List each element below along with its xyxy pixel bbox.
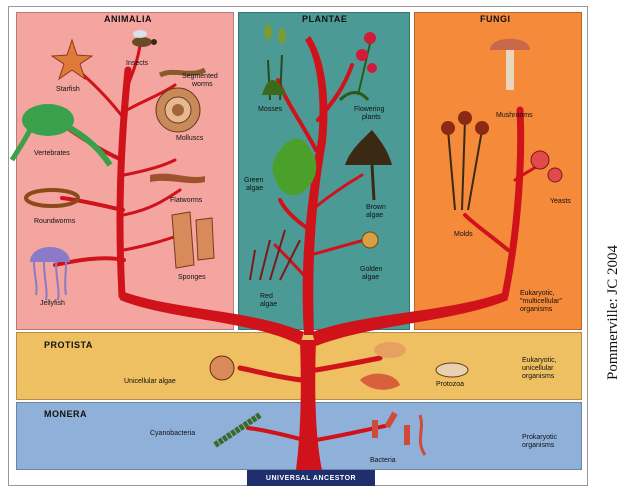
label-green-algae-2: algae — [246, 185, 263, 193]
label-sponges: Sponges — [178, 274, 206, 282]
protista-note-line-2: unicellular — [522, 365, 554, 373]
label-flowering-plants-1: Flowering — [354, 106, 384, 114]
brown-algae-illustration — [345, 130, 392, 200]
unicellular-algae-illustration — [210, 356, 234, 380]
monera-note-line-1: Prokaryotic — [522, 434, 557, 442]
label-roundworms: Roundworms — [34, 218, 75, 226]
label-insects: Insects — [126, 60, 148, 68]
label-cyanobacteria: Cyanobacteria — [150, 430, 195, 438]
label-starfish: Starfish — [56, 86, 80, 94]
fungi-branches — [465, 110, 548, 296]
sponge-illustration — [172, 212, 214, 268]
label-yeasts: Yeasts — [550, 198, 571, 206]
red-algae-illustration — [250, 230, 300, 280]
label-green-algae-1: Green — [244, 177, 263, 185]
credit-text: Pommerville: JC 2004 — [605, 245, 620, 380]
label-red-algae-2: algae — [260, 301, 277, 309]
yeast-illustration — [531, 151, 562, 182]
moss-illustration — [262, 24, 286, 100]
label-brown-algae-1: Brown — [366, 204, 386, 212]
protista-note-line-1: Eukaryotic, — [522, 357, 557, 365]
label-jellyfish: Jellyfish — [40, 300, 65, 308]
mushroom-illustration — [490, 39, 530, 90]
label-vertebrates: Vertebrates — [34, 150, 70, 158]
bacteria-illustration — [372, 412, 425, 455]
label-flatworms: Flatworms — [170, 197, 202, 205]
label-segmented-worms-2: worms — [192, 81, 213, 89]
starfish-illustration — [52, 40, 92, 79]
label-bacteria: Bacteria — [370, 457, 396, 465]
flatworm-illustration — [150, 174, 205, 184]
fungi-note-line-2: "multicellular" — [520, 298, 562, 306]
fungi-title: FUNGI — [480, 14, 511, 24]
fungi-note-line-1: Eukaryotic, — [520, 290, 555, 298]
animalia-title: ANIMALIA — [104, 14, 152, 24]
plantae-title: PLANTAE — [302, 14, 347, 24]
label-red-algae-1: Red — [260, 293, 273, 301]
monera-title: MONERA — [44, 409, 87, 419]
monera-note-line-2: organisms — [522, 442, 554, 450]
protista-note-line-3: organisms — [522, 373, 554, 381]
flowering-plant-illustration — [340, 32, 377, 100]
label-molluscs: Molluscs — [176, 135, 203, 143]
label-molds: Molds — [454, 231, 473, 239]
protista-title: PROTISTA — [44, 340, 93, 350]
green-algae-illustration — [273, 139, 317, 195]
universal-ancestor-box: UNIVERSAL ANCESTOR — [247, 470, 375, 486]
label-mushrooms: Mushrooms — [496, 112, 533, 120]
label-golden-algae-2: algae — [362, 274, 379, 282]
label-unicellular-algae: Unicellular algae — [124, 378, 176, 386]
label-segmented-worms-1: Segmented — [182, 73, 218, 81]
label-brown-algae-2: algae — [366, 212, 383, 220]
animalia-branches — [55, 45, 180, 296]
mollusc-illustration — [156, 88, 200, 132]
label-flowering-plants-2: plants — [362, 114, 381, 122]
jellyfish-illustration — [30, 247, 70, 300]
label-protozoa: Protozoa — [436, 381, 464, 389]
mold-illustration — [441, 111, 489, 210]
insect-illustration — [132, 30, 157, 47]
fungi-note-line-3: organisms — [520, 306, 552, 314]
label-golden-algae-1: Golden — [360, 266, 383, 274]
label-mosses: Mosses — [258, 106, 282, 114]
golden-algae-illustration — [362, 232, 378, 248]
